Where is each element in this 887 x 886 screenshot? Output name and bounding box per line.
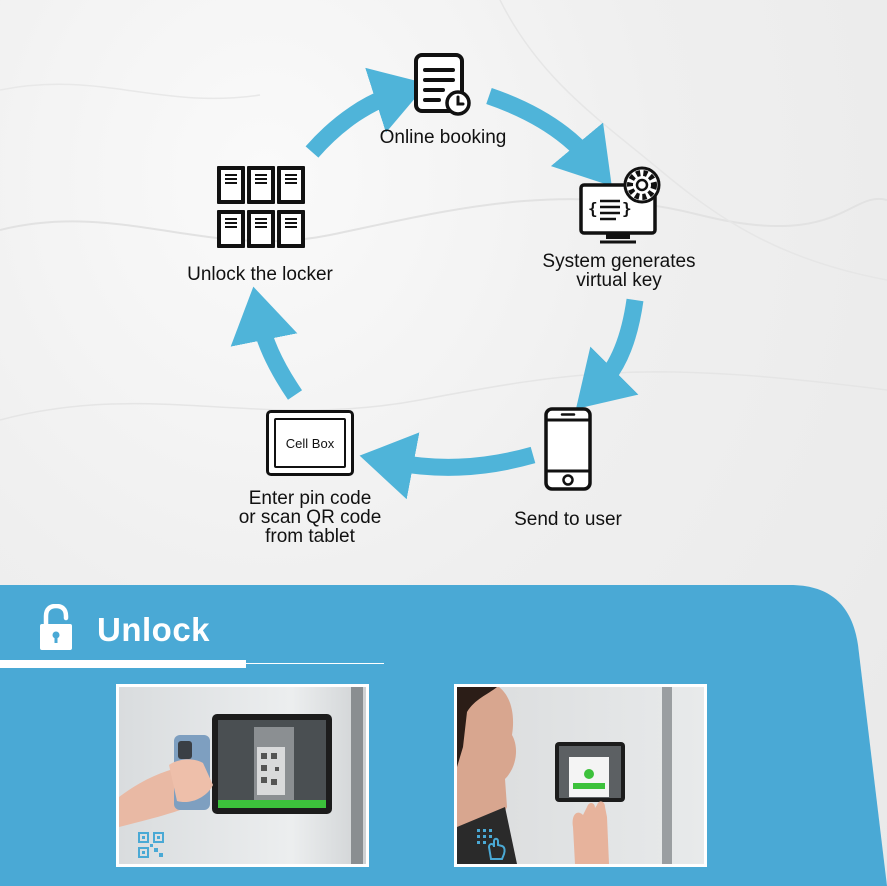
unlock-title: Unlock	[97, 611, 211, 648]
tablet-icon: Cell Box	[266, 410, 354, 476]
success-bar	[218, 800, 326, 808]
booking-document-icon	[414, 53, 471, 116]
smartphone-icon	[544, 407, 592, 491]
photo-qr-scan	[116, 684, 369, 867]
qr-code-icon	[138, 832, 164, 858]
svg-text:{: {	[588, 199, 598, 218]
arrow-booking-to-system	[486, 87, 612, 187]
unlocked-padlock-icon	[40, 604, 72, 650]
cycle-arrows	[230, 67, 644, 500]
locker-grid-icon	[217, 166, 305, 248]
photo-face-keypad	[454, 684, 707, 867]
tablet-screen-text: Cell Box	[285, 435, 335, 451]
title-underline-thick	[0, 660, 246, 668]
step-unlock-locker: Unlock the locker	[187, 264, 333, 285]
step-online-booking: Online booking	[379, 127, 507, 148]
step-send-to-user: Send to user	[514, 509, 622, 530]
arrow-tablet-to-locker	[230, 286, 303, 400]
step-system-generates: System generates virtual key	[542, 251, 696, 291]
arrow-send-to-tablet	[359, 432, 536, 500]
marble-background	[0, 0, 887, 421]
tablet-screen: Cell Box	[274, 418, 346, 468]
title-underline-thin	[246, 663, 384, 664]
arrow-locker-to-booking	[305, 67, 428, 158]
svg-text:}: }	[622, 199, 632, 218]
keypad-touch-icon	[477, 829, 506, 860]
monitor-gear-icon: { }	[579, 166, 661, 244]
arrow-system-to-send	[575, 298, 644, 410]
step-enter-pin: Enter pin code or scan QR code from tabl…	[238, 488, 382, 547]
